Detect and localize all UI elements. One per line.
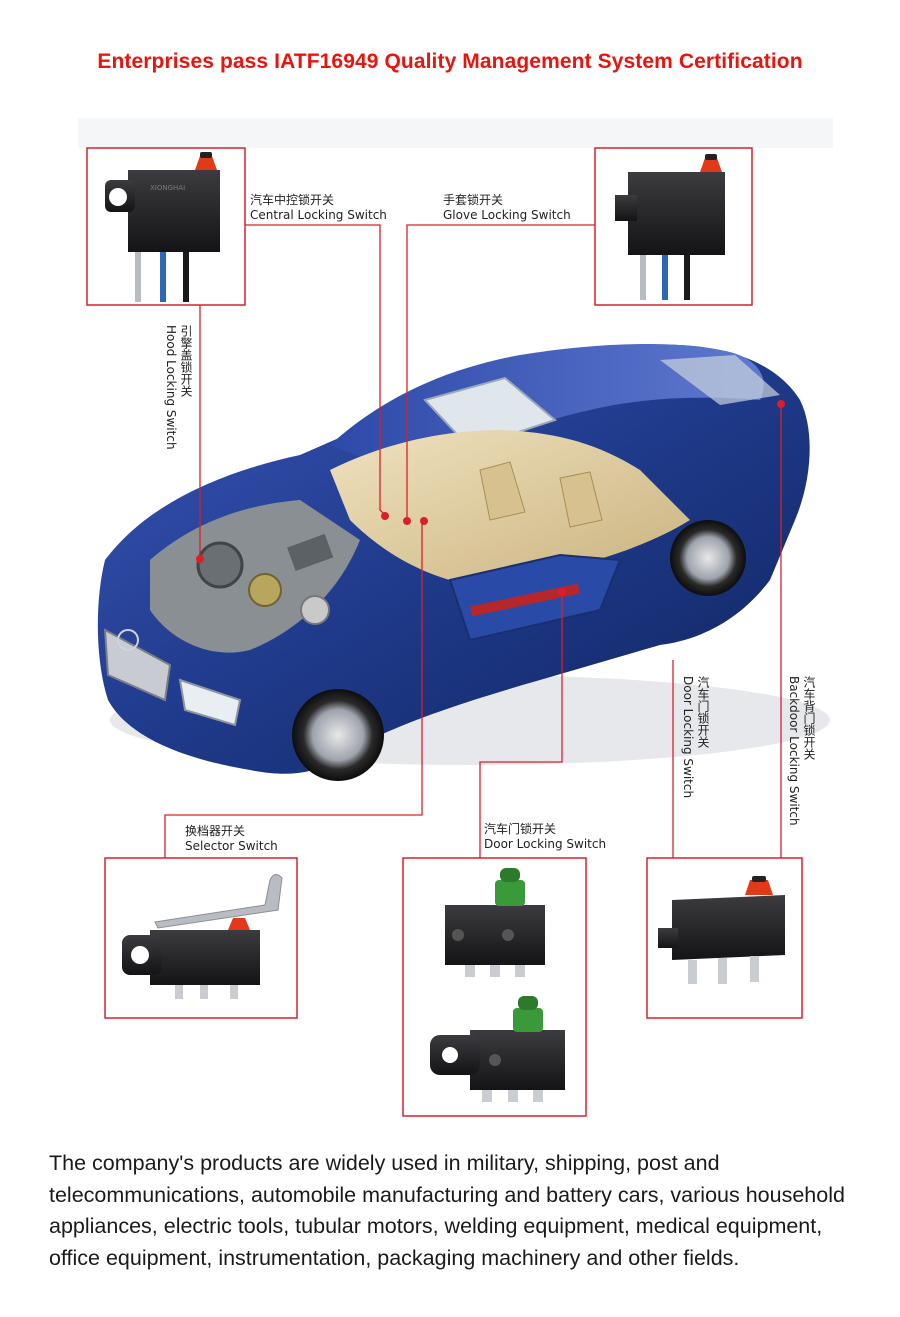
switch-box-backdoor-locking (646, 857, 803, 1019)
switch-box-central-locking: XIONGHAI (86, 147, 246, 306)
label-selector-en: Selector Switch (185, 839, 278, 853)
label-selector: 换档器开关 Selector Switch (185, 824, 278, 854)
switch-box-selector (104, 857, 298, 1019)
label-backdoor-cn: 汽车背门锁开关 (802, 676, 816, 760)
label-central-cn: 汽车中控锁开关 (250, 193, 335, 207)
label-door-bottom-cn: 汽车门锁开关 (484, 822, 557, 836)
page-title: Enterprises pass IATF16949 Quality Manag… (97, 50, 803, 73)
label-backdoor-locking: 汽车背门锁开关 Backdoor Locking Switch (786, 676, 816, 826)
label-glove-cn: 手套锁开关 (443, 193, 504, 207)
label-door-side-cn: 汽车门锁开关 (696, 676, 710, 748)
label-door-bottom: 汽车门锁开关 Door Locking Switch (484, 822, 606, 852)
label-glove-locking: 手套锁开关 Glove Locking Switch (443, 193, 571, 223)
switch-box-door-locking (402, 857, 587, 1117)
label-glove-en: Glove Locking Switch (443, 208, 571, 222)
connector-lines (164, 224, 782, 858)
label-hood-cn: 引擎盖锁开关 (179, 325, 193, 397)
car-switch-diagram: XIONGHAI (78, 118, 833, 1117)
label-door-bottom-en: Door Locking Switch (484, 837, 607, 851)
company-description: The company's products are widely used i… (49, 1151, 845, 1270)
sunroof (423, 376, 558, 450)
switch-brand-mark: XIONGHAI (150, 184, 185, 192)
label-door-side-en: Door Locking Switch (681, 676, 695, 799)
label-hood-locking: 引擎盖锁开关 Hood Locking Switch (163, 325, 193, 450)
connector-dots (196, 400, 785, 596)
label-central-en: Central Locking Switch (250, 208, 387, 222)
rear-wheel (670, 520, 746, 596)
front-wheel (292, 689, 384, 781)
background-strip (78, 118, 833, 148)
label-selector-cn: 换档器开关 (185, 824, 246, 838)
label-door-side-locking: 汽车门锁开关 Door Locking Switch (680, 676, 710, 798)
label-backdoor-en: Backdoor Locking Switch (787, 676, 801, 826)
label-central-locking: 汽车中控锁开关 Central Locking Switch (250, 193, 387, 223)
car-illustration (97, 344, 830, 781)
switch-box-glove-locking (594, 147, 753, 306)
label-hood-en: Hood Locking Switch (164, 325, 178, 450)
